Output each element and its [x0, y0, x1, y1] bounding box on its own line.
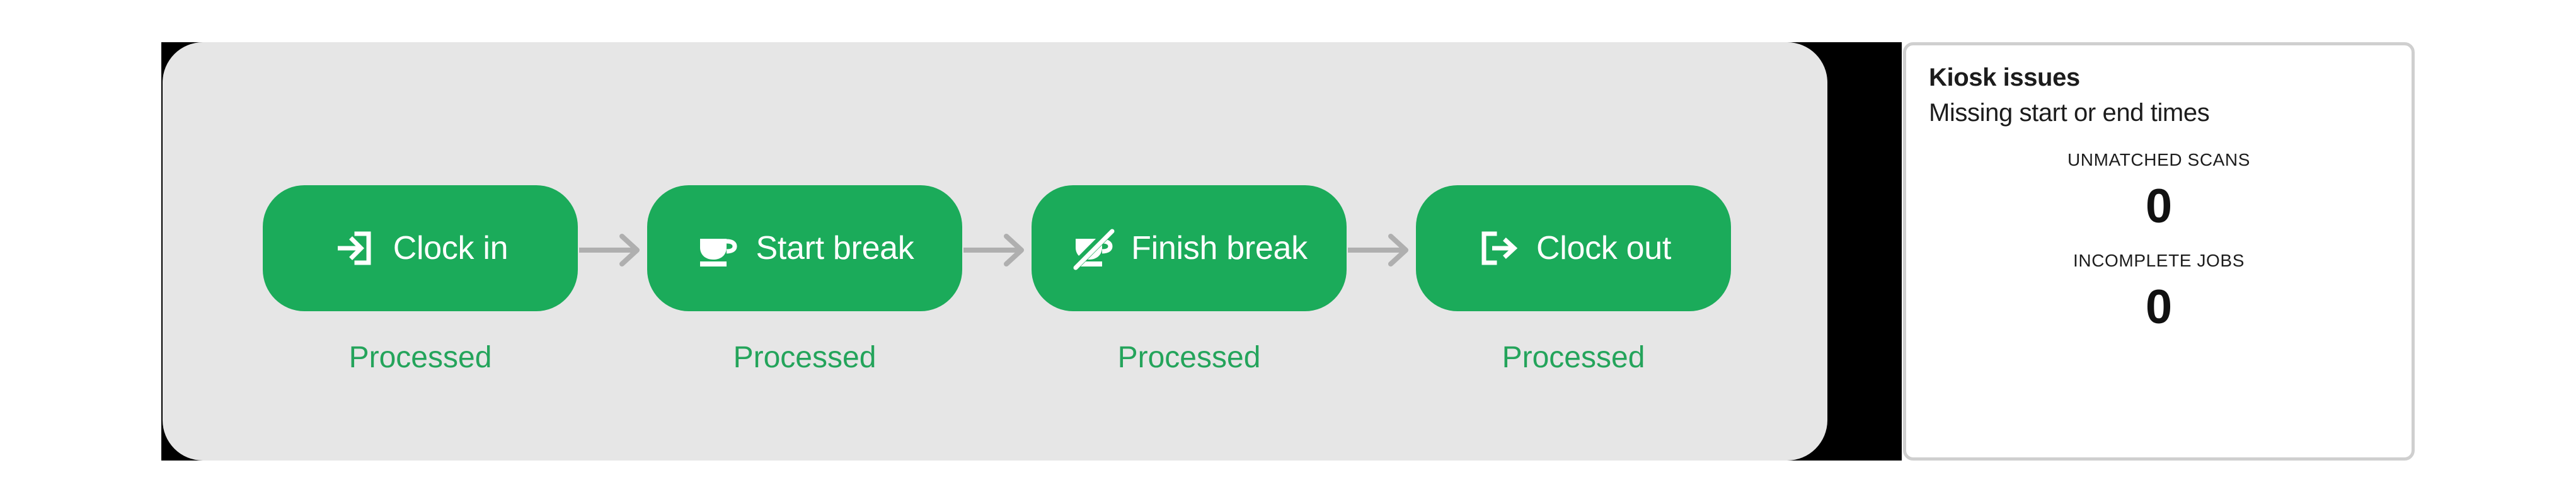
step-status: Processed	[1117, 341, 1261, 374]
kiosk-step-start-break: Start break Processed	[647, 42, 962, 373]
step-label: Start break	[756, 230, 914, 266]
coffee-cup-icon	[695, 226, 739, 270]
arrow-right-icon	[578, 231, 647, 272]
step-status: Processed	[1502, 341, 1645, 374]
step-connector	[578, 42, 647, 461]
stat-caption: UNMATCHED SCANS	[2067, 150, 2251, 169]
kiosk-step-clock-in: Clock in Processed	[263, 42, 578, 373]
kiosk-step-finish-break: Finish break Processed	[1032, 42, 1347, 373]
coffee-cup-slash-icon	[1071, 226, 1115, 270]
step-label: Clock out	[1536, 230, 1672, 266]
clock-in-button[interactable]: Clock in	[263, 185, 578, 311]
kiosk-flow-panel: Clock in Processed	[163, 42, 1827, 461]
step-label: Clock in	[393, 230, 509, 266]
arrow-right-icon	[1347, 231, 1416, 272]
arrow-out-of-bracket-icon	[1476, 226, 1520, 270]
stat-incomplete-jobs: INCOMPLETE JOBS 0	[1929, 252, 2389, 331]
card-subtitle: Missing start or end times	[1929, 99, 2210, 127]
card-title: Kiosk issues	[1929, 64, 2080, 91]
kiosk-steps-row: Clock in Processed	[263, 42, 1775, 461]
arrow-right-icon	[962, 231, 1032, 272]
stat-value: 0	[2145, 280, 2173, 334]
arrow-into-bracket-icon	[333, 226, 377, 270]
start-break-button[interactable]: Start break	[647, 185, 962, 311]
step-connector	[1347, 42, 1416, 461]
kiosk-step-clock-out: Clock out Processed	[1416, 42, 1731, 373]
step-label: Finish break	[1131, 230, 1308, 266]
step-connector	[962, 42, 1032, 461]
stat-value: 0	[2145, 180, 2173, 233]
clock-out-button[interactable]: Clock out	[1416, 185, 1731, 311]
step-status: Processed	[733, 341, 877, 374]
finish-break-button[interactable]: Finish break	[1032, 185, 1347, 311]
step-status: Processed	[348, 341, 492, 374]
stat-unmatched-scans: UNMATCHED SCANS 0	[1929, 151, 2389, 231]
stat-caption: INCOMPLETE JOBS	[2073, 251, 2245, 270]
kiosk-issues-card: Kiosk issues Missing start or end times …	[1903, 42, 2415, 461]
